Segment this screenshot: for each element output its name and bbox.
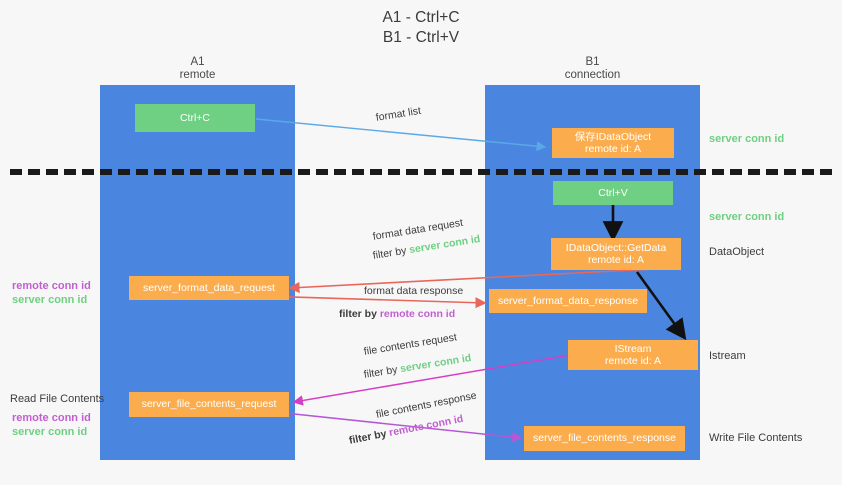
box-ctrl-v[interactable]: Ctrl+V <box>553 181 673 205</box>
title-line-2: B1 - Ctrl+V <box>382 29 460 46</box>
box-idataobject-getdata[interactable]: IDataObject::GetData remote id: A <box>551 238 681 270</box>
edge-label-format-data-response-tag: remote conn id <box>379 308 456 320</box>
lane-b1-sublabel: connection <box>564 69 621 81</box>
lane-b1-label: B1 <box>585 56 600 68</box>
edge-label-file-contents-request-prefix: filter by <box>363 363 402 381</box>
edge-label-file-contents-request: file contents request filter by server c… <box>363 331 473 381</box>
lane-a1-label: A1 <box>190 56 205 68</box>
box-save-idataobject-line2: remote id: A <box>584 143 642 155</box>
annotation-server-conn-id-second: server conn id <box>709 211 785 223</box>
edge-label-file-contents-response-tag: remote conn id <box>388 412 465 439</box>
divider-dashed <box>10 169 832 175</box>
annotation-dataobject: DataObject <box>709 246 765 258</box>
edge-label-format-data-response-text: format data response <box>364 285 464 297</box>
edge-label-format-list: format list <box>375 105 422 124</box>
box-server-format-data-request[interactable]: server_format_data_request <box>129 276 289 300</box>
box-idataobject-getdata-line1: IDataObject::GetData <box>565 241 667 254</box>
page-title: A1 - Ctrl+C B1 - Ctrl+V <box>0 8 842 48</box>
box-server-file-contents-response-line1: server_file_contents_response <box>532 432 676 445</box>
box-istream-line1: IStream <box>614 342 652 355</box>
box-server-format-data-request-line1: server_format_data_request <box>143 281 275 294</box>
edge-label-format-data-request-tag: server conn id <box>408 233 482 257</box>
edge-label-format-list-text: format list <box>375 104 422 124</box>
edge-label-file-contents-request-tag: server conn id <box>399 352 473 376</box>
box-ctrl-c-line1: Ctrl+C <box>179 111 211 124</box>
box-server-file-contents-request[interactable]: server_file_contents_request <box>129 392 289 417</box>
box-istream-line2: remote id: A <box>604 355 662 367</box>
annotation-server-conn-id-top: server conn id <box>709 133 785 145</box>
edge-label-format-data-response: format data response filter by remote co… <box>339 285 464 320</box>
edge-label-format-data-response-prefix: filter by <box>339 308 380 320</box>
box-server-format-data-response-line1: server_format_data_response <box>497 294 639 307</box>
edge-label-file-contents-response-prefix: filter by <box>348 427 391 447</box>
edge-label-format-data-request: format data request filter by server con… <box>372 217 482 262</box>
box-server-format-data-response[interactable]: server_format_data_response <box>489 289 647 313</box>
box-server-file-contents-response[interactable]: server_file_contents_response <box>524 426 685 451</box>
lane-a1-sublabel: remote <box>179 69 216 81</box>
annotation-server-conn-id-lower: server conn id <box>12 426 88 438</box>
annotation-remote-conn-id-lower: remote conn id <box>12 412 91 424</box>
annotation-write-file-contents: Write File Contents <box>709 432 803 444</box>
box-server-file-contents-request-line1: server_file_contents_request <box>141 398 277 411</box>
title-line-1: A1 - Ctrl+C <box>382 9 460 26</box>
edge-label-format-data-request-prefix: filter by <box>372 244 411 262</box>
box-ctrl-v-line1: Ctrl+V <box>598 186 628 199</box>
box-save-idataobject-line1: 保存IDataObject <box>574 130 652 143</box>
box-idataobject-getdata-line2: remote id: A <box>587 254 645 266</box>
box-istream[interactable]: IStream remote id: A <box>568 340 698 370</box>
annotation-remote-conn-id-middle: remote conn id <box>12 280 91 292</box>
edge-label-file-contents-response: file contents response filter by remote … <box>348 390 478 447</box>
annotation-read-file-contents: Read File Contents <box>10 393 105 405</box>
annotation-server-conn-id-middle: server conn id <box>12 294 88 306</box>
lane-header-b1: B1 connection <box>485 56 700 82</box>
box-save-idataobject[interactable]: 保存IDataObject remote id: A <box>552 128 674 158</box>
annotation-istream: Istream <box>709 350 746 362</box>
lane-header-a1: A1 remote <box>100 56 295 82</box>
box-ctrl-c[interactable]: Ctrl+C <box>135 104 255 132</box>
edge-label-file-contents-request-text: file contents request <box>363 331 458 358</box>
